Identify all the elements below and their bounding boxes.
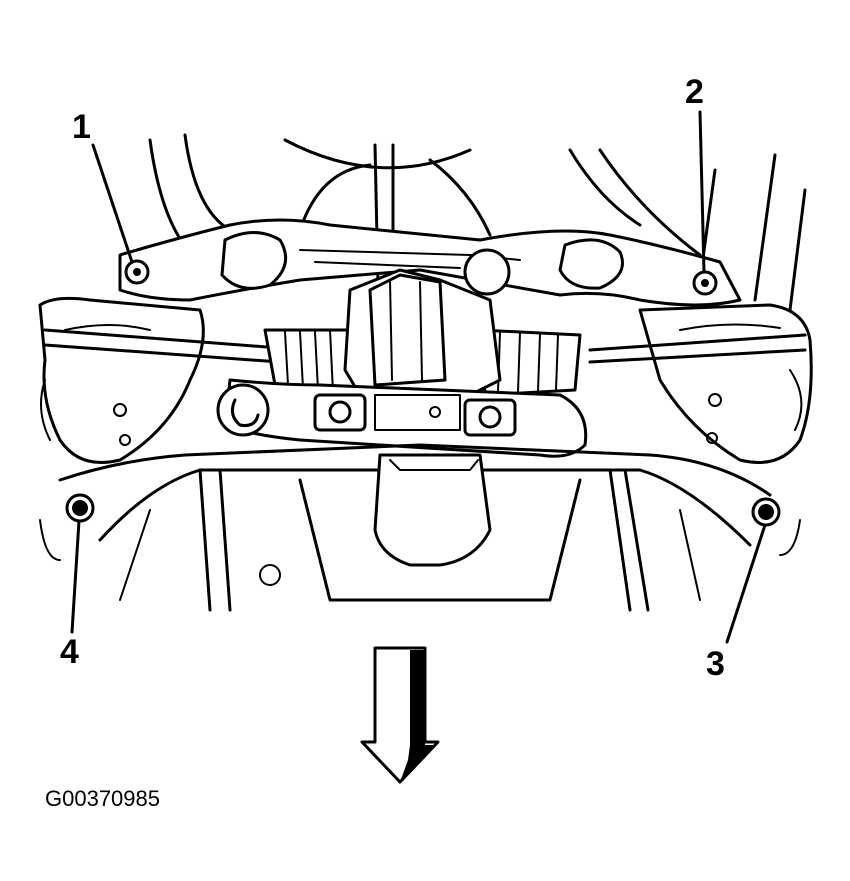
bolt-2: [692, 270, 718, 296]
body-outline: [148, 133, 807, 312]
callout-2: 2: [685, 73, 704, 111]
differential: [343, 248, 511, 397]
down-arrow-icon: [360, 646, 440, 784]
rear-mount-bracket: [216, 378, 588, 458]
crossmember: [118, 218, 742, 307]
lower-housing: [259, 453, 582, 602]
right-hub: [638, 303, 813, 464]
callout-1: 1: [72, 108, 91, 146]
figure-id: G00370985: [45, 786, 160, 811]
callout-4: 4: [60, 633, 79, 671]
drive-shafts: [43, 328, 807, 364]
callout-3: 3: [706, 645, 725, 683]
bolt-3: [751, 497, 781, 527]
left-hub: [38, 296, 205, 464]
bolt-1: [124, 259, 150, 285]
bolt-4: [65, 493, 95, 523]
leader-lines: [70, 110, 767, 644]
